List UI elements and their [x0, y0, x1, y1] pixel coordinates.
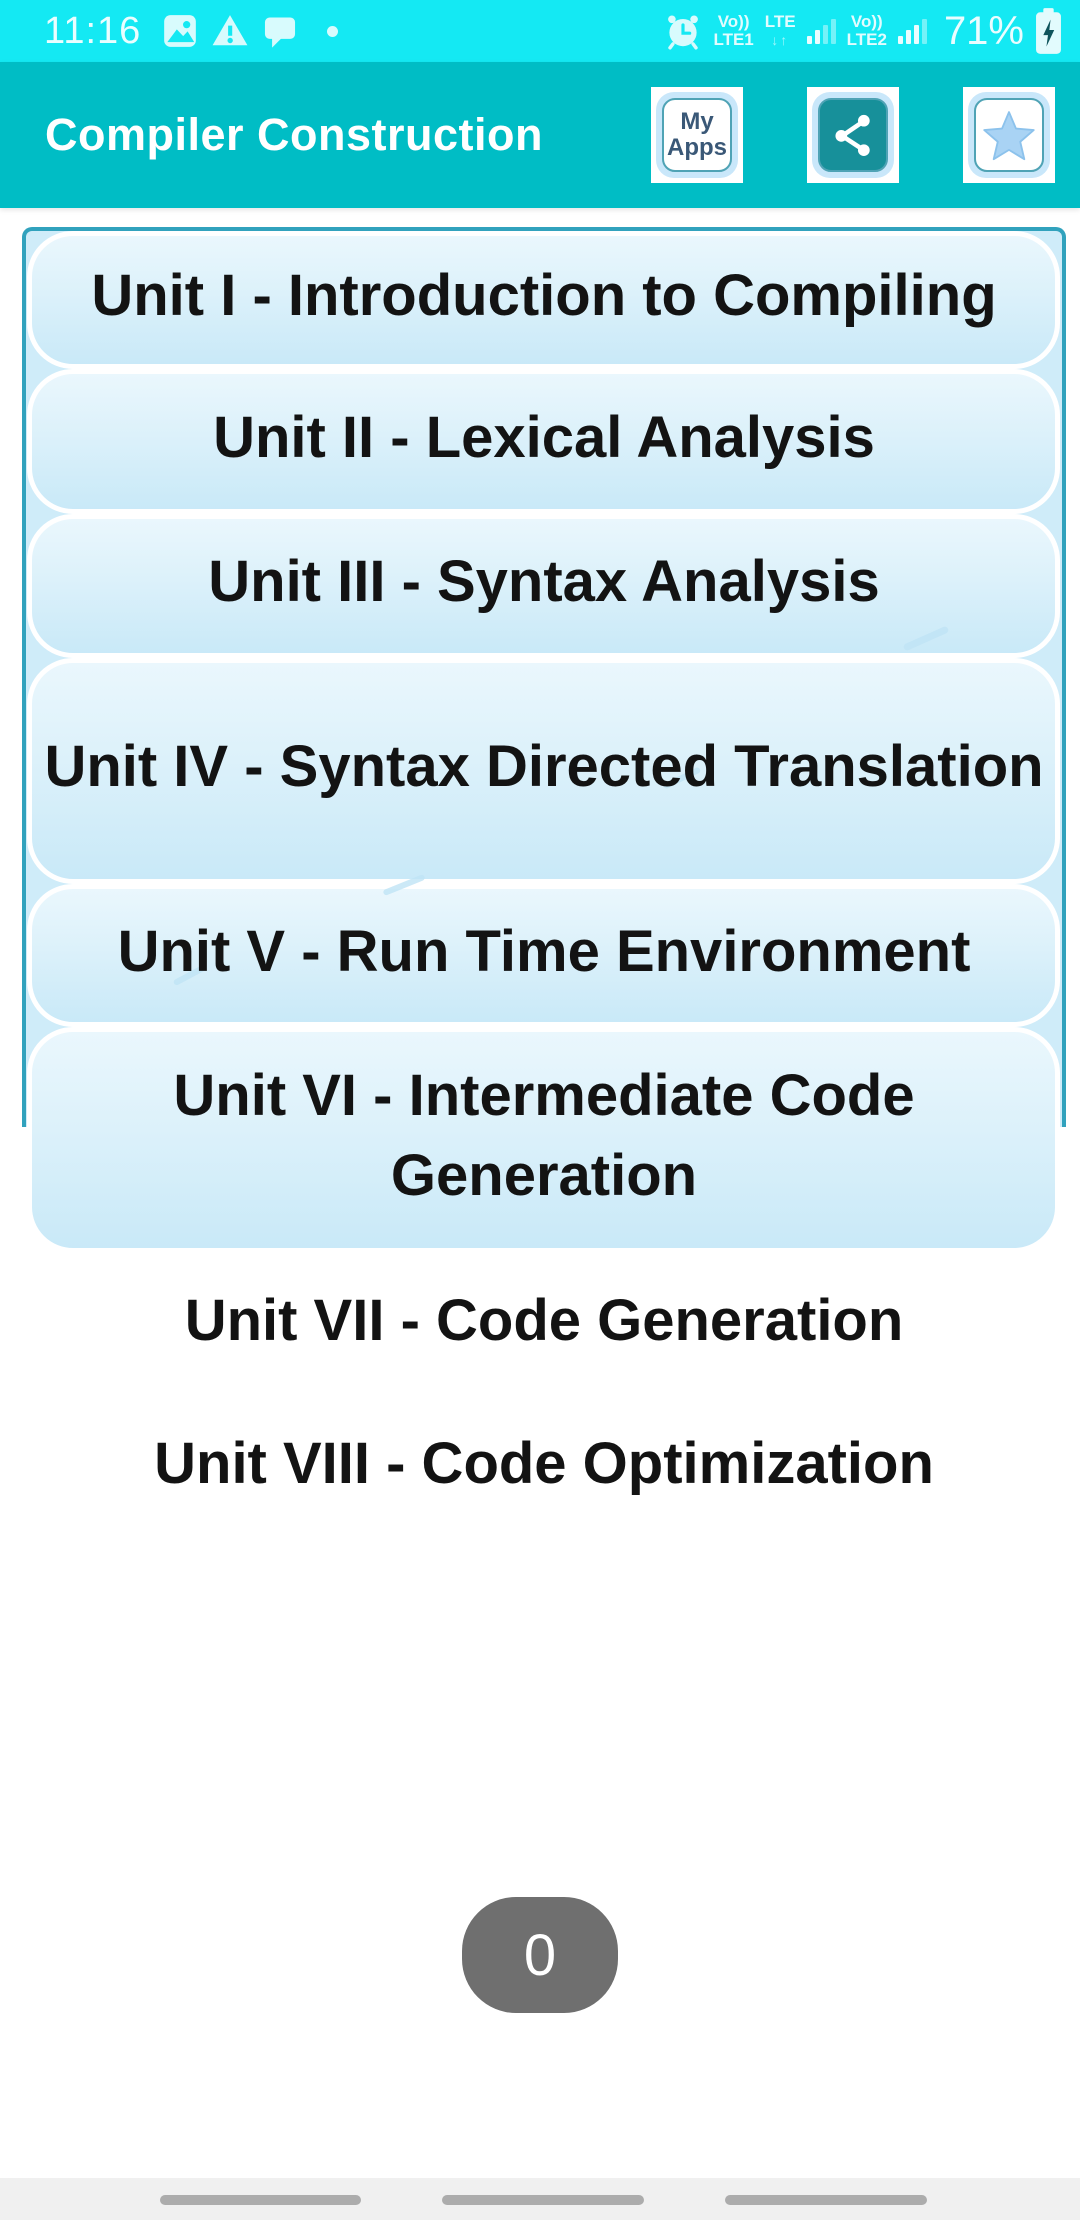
ad-counter-badge: 0: [462, 1897, 618, 2013]
list-item-bubble: [27, 1027, 1060, 1253]
sim1-volte-label: Vo)) LTE1: [713, 12, 754, 49]
share-button[interactable]: [807, 87, 899, 183]
warning-icon: [212, 15, 248, 46]
lte-activity-label: LTE ↓↑: [764, 12, 796, 49]
list-item-unit-1[interactable]: Unit I - Introduction to Compiling: [91, 263, 997, 328]
my-apps-button[interactable]: My Apps: [651, 87, 743, 183]
list-item-unit-6[interactable]: Unit VI - Intermediate Code Generation: [173, 1063, 915, 1208]
image-icon: [164, 15, 197, 47]
status-bar-right: Vo)) LTE1 LTE ↓↑ Vo)) LTE2 71%: [664, 6, 1062, 56]
list-item-unit-3[interactable]: Unit III - Syntax Analysis: [208, 549, 880, 614]
home-gesture-handle[interactable]: [442, 2195, 644, 2205]
sim2-volte-label: Vo)) LTE2: [846, 12, 887, 49]
list-background-swoosh: [22, 227, 1066, 1253]
notification-dot-icon: [327, 25, 339, 37]
list-item-unit-8[interactable]: Unit VIII - Code Optimization: [154, 1430, 934, 1496]
list-item-unit-2[interactable]: Unit II - Lexical Analysis: [213, 404, 875, 470]
list-item-bubble: [27, 514, 1060, 658]
unit-list: Unit I - Introduction to Compiling Unit …: [22, 227, 1066, 1535]
list-item-unit-5[interactable]: Unit V - Run Time Environment: [117, 918, 971, 984]
clock-text: 11:16: [44, 9, 142, 52]
rate-button[interactable]: [963, 87, 1055, 183]
list-item-unit-4[interactable]: Unit IV - Syntax Directed Translation: [44, 734, 1044, 799]
list-item-bubble: [27, 658, 1060, 884]
navigation-bar: [0, 2178, 1080, 2220]
star-icon: [983, 111, 1035, 161]
unit-rows: Unit I - Introduction to Compiling Unit …: [22, 227, 1066, 1535]
app-bar: Compiler Construction My Apps: [0, 62, 1080, 208]
status-bar-left: 11:16: [44, 9, 339, 53]
list-item-bubble: [27, 884, 1060, 1027]
recents-gesture-handle[interactable]: [160, 2195, 361, 2205]
message-icon: [265, 17, 296, 48]
signal-bars-icon: [897, 18, 927, 44]
battery-percent-text: 71%: [943, 8, 1024, 53]
ad-counter-value: 0: [523, 1922, 557, 1988]
signal-bars-icon: [806, 18, 836, 44]
status-bar: 11:16 Vo: [0, 0, 1080, 62]
page-title: Compiler Construction: [45, 109, 544, 160]
notification-icons: [161, 12, 299, 50]
share-icon: [835, 114, 870, 157]
list-item-bubble: [27, 369, 1060, 514]
app-bar-actions: My Apps: [651, 87, 1080, 183]
list-item-unit-7[interactable]: Unit VII - Code Generation: [184, 1287, 904, 1353]
list-item-bubble: [27, 231, 1060, 369]
battery-charging-icon: [1036, 8, 1061, 54]
back-gesture-handle[interactable]: [725, 2195, 927, 2205]
alarm-icon: [668, 15, 699, 50]
